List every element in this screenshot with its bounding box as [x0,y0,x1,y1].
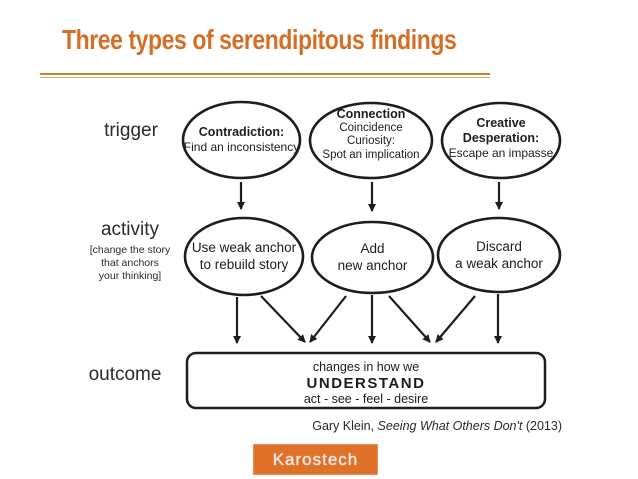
title-underline [40,73,490,78]
attribution-year: (2013) [525,419,562,433]
arrow-mid-diag-right [388,295,431,343]
arrow-left-diag-right [260,295,306,343]
karostech-logo-text: Karostech [272,449,359,469]
node-contradiction: Contradiction: Find an inconsistency [183,125,300,155]
node-contradiction-title: Contradiction: [198,125,285,139]
node-connection: Connection Coincidence Curiosity: Spot a… [310,107,432,162]
node-use-weak-anchor-line1: Use weak anchor [191,240,297,255]
attribution: Gary Klein, Seeing What Others Don't (20… [300,419,562,433]
activity-note-line1: [change the story [89,244,171,256]
row-label-activity-note: [change the story that anchors your thin… [58,244,202,283]
node-contradiction-sub: Find an inconsistency [183,140,300,154]
page-title: Three types of serendipitous findings [62,24,457,55]
node-connection-line4: Spot an implication [322,148,420,161]
node-add-anchor-line1: Add [360,241,385,256]
ellipse-add-anchor [310,220,435,295]
activity-note-line2: that anchors [101,257,159,269]
ellipse-contradiction [181,100,302,180]
node-use-weak-anchor: Use weak anchor to rebuild story [185,240,303,273]
node-connection-line3: Curiosity: [347,135,395,147]
node-discard-anchor-line2: a weak anchor [455,255,543,271]
node-creative-sub: Escape an impasse [448,146,554,160]
attribution-book-title: Seeing What Others Don't [377,419,523,433]
node-connection-title: Connection [336,107,406,121]
outcome-box-text: changes in how we UNDERSTAND act - see -… [187,360,545,407]
node-creative-title1: Creative [476,116,526,130]
outcome-line3: act - see - feel - desire [303,392,429,406]
row-label-activity: activity [100,219,160,240]
activity-note-line3: your thinking] [98,270,162,282]
arrow-right-diag-left [435,295,476,343]
outcome-line1: changes in how we [312,360,420,374]
node-creative-desperation: Creative Desperation: Escape an impasse [442,116,560,161]
ellipse-connection [308,101,434,180]
outcome-line2: UNDERSTAND [306,375,426,392]
karostech-logo: Karostech [253,444,378,475]
outcome-box [185,351,547,410]
node-discard-anchor: Discard a weak anchor [438,239,560,272]
attribution-author: Gary Klein, [312,419,375,433]
row-label-trigger: trigger [104,120,158,141]
node-add-anchor: Add new anchor [312,241,433,274]
node-use-weak-anchor-line2: to rebuild story [199,256,289,272]
ellipse-use-weak-anchor [183,216,305,297]
ellipse-discard-anchor [436,216,562,294]
node-add-anchor-line2: new anchor [337,257,408,273]
node-creative-title2: Desperation: [462,131,540,145]
arrow-mid-diag-left [309,295,347,343]
node-connection-line2: Coincidence [339,121,403,134]
row-label-outcome: outcome [88,364,162,385]
node-discard-anchor-line1: Discard [476,239,522,254]
ellipse-creative-desperation [440,101,562,180]
